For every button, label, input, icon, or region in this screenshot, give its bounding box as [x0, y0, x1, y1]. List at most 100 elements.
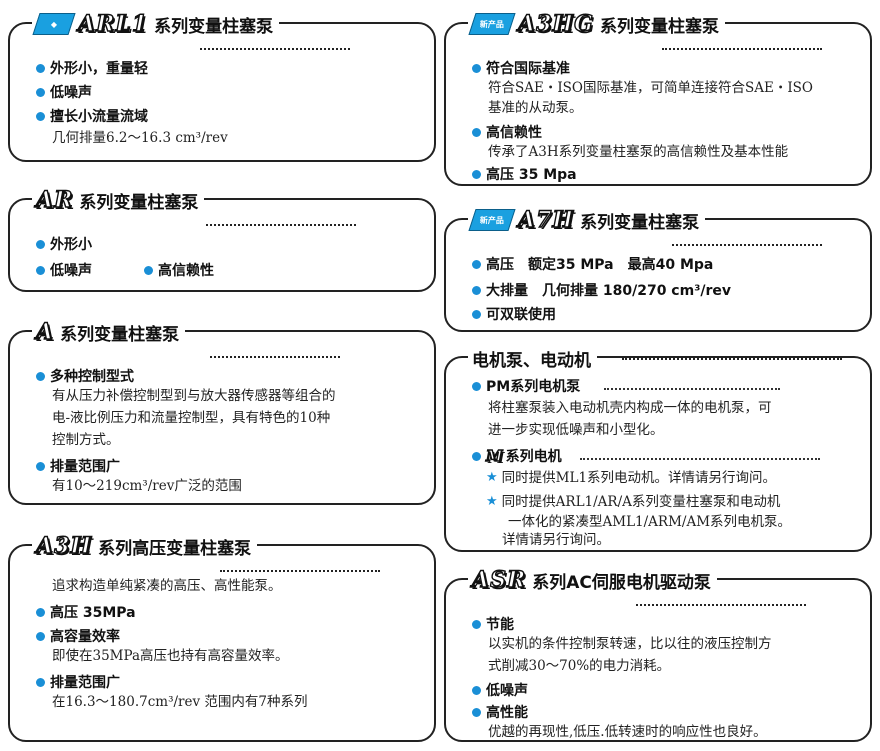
item-text: 详情请另行询问。 — [502, 532, 610, 548]
item-head: 高性能 — [486, 705, 528, 721]
list-item: M 系列电机 — [472, 446, 562, 466]
item-head: 高信赖性 — [158, 263, 214, 279]
a-title: A 系列变量柱塞泵 — [32, 318, 186, 346]
item-head: 低噪声 — [486, 683, 528, 699]
bullet-icon — [472, 285, 481, 295]
item-head: 可双联使用 — [486, 307, 556, 323]
title-underline-dots — [220, 570, 380, 572]
item-head: 符合国际基准 — [486, 61, 570, 77]
subhead-dots — [580, 458, 820, 460]
m-model-logo: M — [485, 446, 504, 465]
a3h-series-name: 系列高压变量柱塞泵 — [98, 538, 252, 559]
a3hg-panel: 新产品 A3HG 系列变量柱塞泵 符合国际基准 符合SAE・ISO国际基准，可简… — [444, 10, 872, 186]
arl1-note: 几何排量6.2～16.3 cm³/rev — [52, 130, 228, 146]
asr-title: ASR 系列AC伺服电机驱动泵 — [468, 566, 717, 594]
item-head: 低噪声 — [50, 85, 92, 101]
list-item: 高性能 — [472, 702, 528, 722]
bullet-icon — [36, 111, 45, 121]
new-product-badge: 新产品 — [468, 13, 516, 35]
motor-pump-panel: 电机泵、电动机 PM系列电机泵 将柱塞泵装入电动机壳内构成一体的电机泵，可 进一… — [444, 345, 872, 552]
bullet-icon — [36, 631, 45, 641]
item-head: 多种控制型式 — [50, 369, 134, 385]
item-head: 系列电机 — [505, 449, 562, 465]
asr-model-logo: ASR — [471, 566, 527, 593]
item-head: PM系列电机泵 — [486, 379, 581, 395]
a3h-title: A3H 系列高压变量柱塞泵 — [32, 532, 258, 560]
a7h-series-name: 系列变量柱塞泵 — [580, 212, 700, 233]
a-panel: A 系列变量柱塞泵 多种控制型式 有从压力补偿控制型到与放大器传感器等组合的 电… — [8, 318, 436, 505]
item-text: 进一步实现低噪声和小型化。 — [488, 422, 664, 438]
arl1-model-logo: ARL1 — [77, 10, 149, 37]
ar-series-name: 系列变量柱塞泵 — [79, 192, 199, 213]
item-head: 低噪声 — [50, 263, 92, 279]
bullet-icon — [36, 63, 45, 73]
item-text: 有从压力补偿控制型到与放大器传感器等组合的 — [52, 388, 336, 404]
list-item: PM系列电机泵 — [472, 376, 580, 396]
arl1-panel: ◆ ARL1 系列变量柱塞泵 外形小，重量轻 低噪声 擅长小流量流域 几何排量6… — [8, 10, 436, 162]
list-item: 排量范围广 — [36, 672, 120, 692]
list-item: 可双联使用 — [472, 304, 556, 324]
ar-title: AR 系列变量柱塞泵 — [32, 186, 205, 214]
item-text: 电-液比例压力和流量控制型，具有特色的10种 — [52, 410, 331, 426]
item-text: 在16.3～180.7cm³/rev 范围内有7种系列 — [52, 694, 308, 710]
bullet-icon — [472, 451, 481, 461]
item-text: 以实机的条件控制泵转速，比以往的液压控制方 — [488, 636, 772, 652]
list-item: 低噪声 — [472, 680, 528, 700]
bullet-icon — [472, 169, 481, 179]
item-head: 外形小，重量轻 — [50, 61, 148, 77]
bullet-icon — [472, 127, 481, 137]
list-item: 高压 额定35 MPa 最高40 Mpa — [472, 254, 713, 274]
bullet-icon — [36, 87, 45, 97]
item-text: 即使在35MPa高压也持有高容量效率。 — [52, 648, 289, 664]
a7h-model-logo: A7H — [517, 206, 575, 233]
item-text: 传承了A3H系列变量柱塞泵的高信赖性及基本性能 — [488, 144, 789, 160]
a7h-panel: 新产品 A7H 系列变量柱塞泵 高压 额定35 MPa 最高40 Mpa 大排量… — [444, 206, 872, 332]
item-text: 符合SAE・ISO国际基准，可简单连接符合SAE・ISO — [488, 80, 814, 96]
item-text: 控制方式。 — [52, 432, 120, 448]
ar-model-logo: AR — [35, 186, 74, 213]
list-item: 低噪声 高信赖性 — [36, 260, 214, 280]
list-item: 大排量 几何排量 180/270 cm³/rev — [472, 280, 731, 300]
asr-series-name: 系列AC伺服电机驱动泵 — [532, 572, 711, 593]
list-item: 节能 — [472, 614, 514, 634]
a3hg-title: 新产品 A3HG 系列变量柱塞泵 — [468, 10, 725, 38]
list-item: 多种控制型式 — [36, 366, 134, 386]
list-item: 外形小，重量轻 — [36, 58, 148, 78]
bullet-icon — [36, 371, 45, 381]
motor-pump-title: 电机泵、电动机 — [468, 345, 597, 371]
item-head: 擅长小流量流域 — [50, 109, 148, 125]
item-text: 一体化的紧凑型AML1/ARM/AM系列电机泵。 — [508, 514, 792, 530]
item-head: 大排量 几何排量 180/270 cm³/rev — [486, 283, 731, 299]
a3h-panel: A3H 系列高压变量柱塞泵 追求构造单纯紧凑的高压、高性能泵。 高压 35MPa… — [8, 532, 436, 742]
title-underline-dots — [210, 356, 340, 358]
item-text: 有10～219cm³/rev广泛的范围 — [52, 478, 242, 494]
subhead-dots — [604, 388, 780, 390]
bullet-icon — [144, 265, 153, 275]
list-item: 符合国际基准 — [472, 58, 570, 78]
title-underline-dots — [672, 244, 822, 246]
item-head: 排量范围广 — [50, 459, 120, 475]
a3h-model-logo: A3H — [35, 532, 93, 559]
bullet-icon — [36, 461, 45, 471]
item-text: 优越的再现性,低压.低转速时的响应性也良好。 — [488, 724, 767, 740]
list-item: 高信赖性 — [472, 122, 542, 142]
item-head: 高压 额定35 MPa 最高40 Mpa — [486, 257, 714, 273]
item-head: 排量范围广 — [50, 675, 120, 691]
title-underline-dots — [636, 604, 806, 606]
bullet-icon — [472, 309, 481, 319]
ar-panel: AR 系列变量柱塞泵 外形小 低噪声 高信赖性 — [8, 186, 436, 292]
star-icon: ★ — [486, 494, 498, 509]
title-underline-dots — [200, 48, 350, 50]
title-underline-dots — [662, 48, 822, 50]
list-item: 高压 35 Mpa — [472, 164, 577, 184]
bullet-icon — [472, 619, 481, 629]
bullet-icon — [472, 685, 481, 695]
list-item: 高压 35MPa — [36, 602, 136, 622]
badge-icon: ◆ — [32, 13, 76, 35]
a3h-intro: 追求构造单纯紧凑的高压、高性能泵。 — [52, 578, 282, 594]
arl1-series-name: 系列变量柱塞泵 — [154, 16, 274, 37]
bullet-icon — [472, 259, 481, 269]
list-item: 排量范围广 — [36, 456, 120, 476]
arl1-title: ◆ ARL1 系列变量柱塞泵 — [32, 10, 280, 38]
a-series-name: 系列变量柱塞泵 — [60, 324, 180, 345]
